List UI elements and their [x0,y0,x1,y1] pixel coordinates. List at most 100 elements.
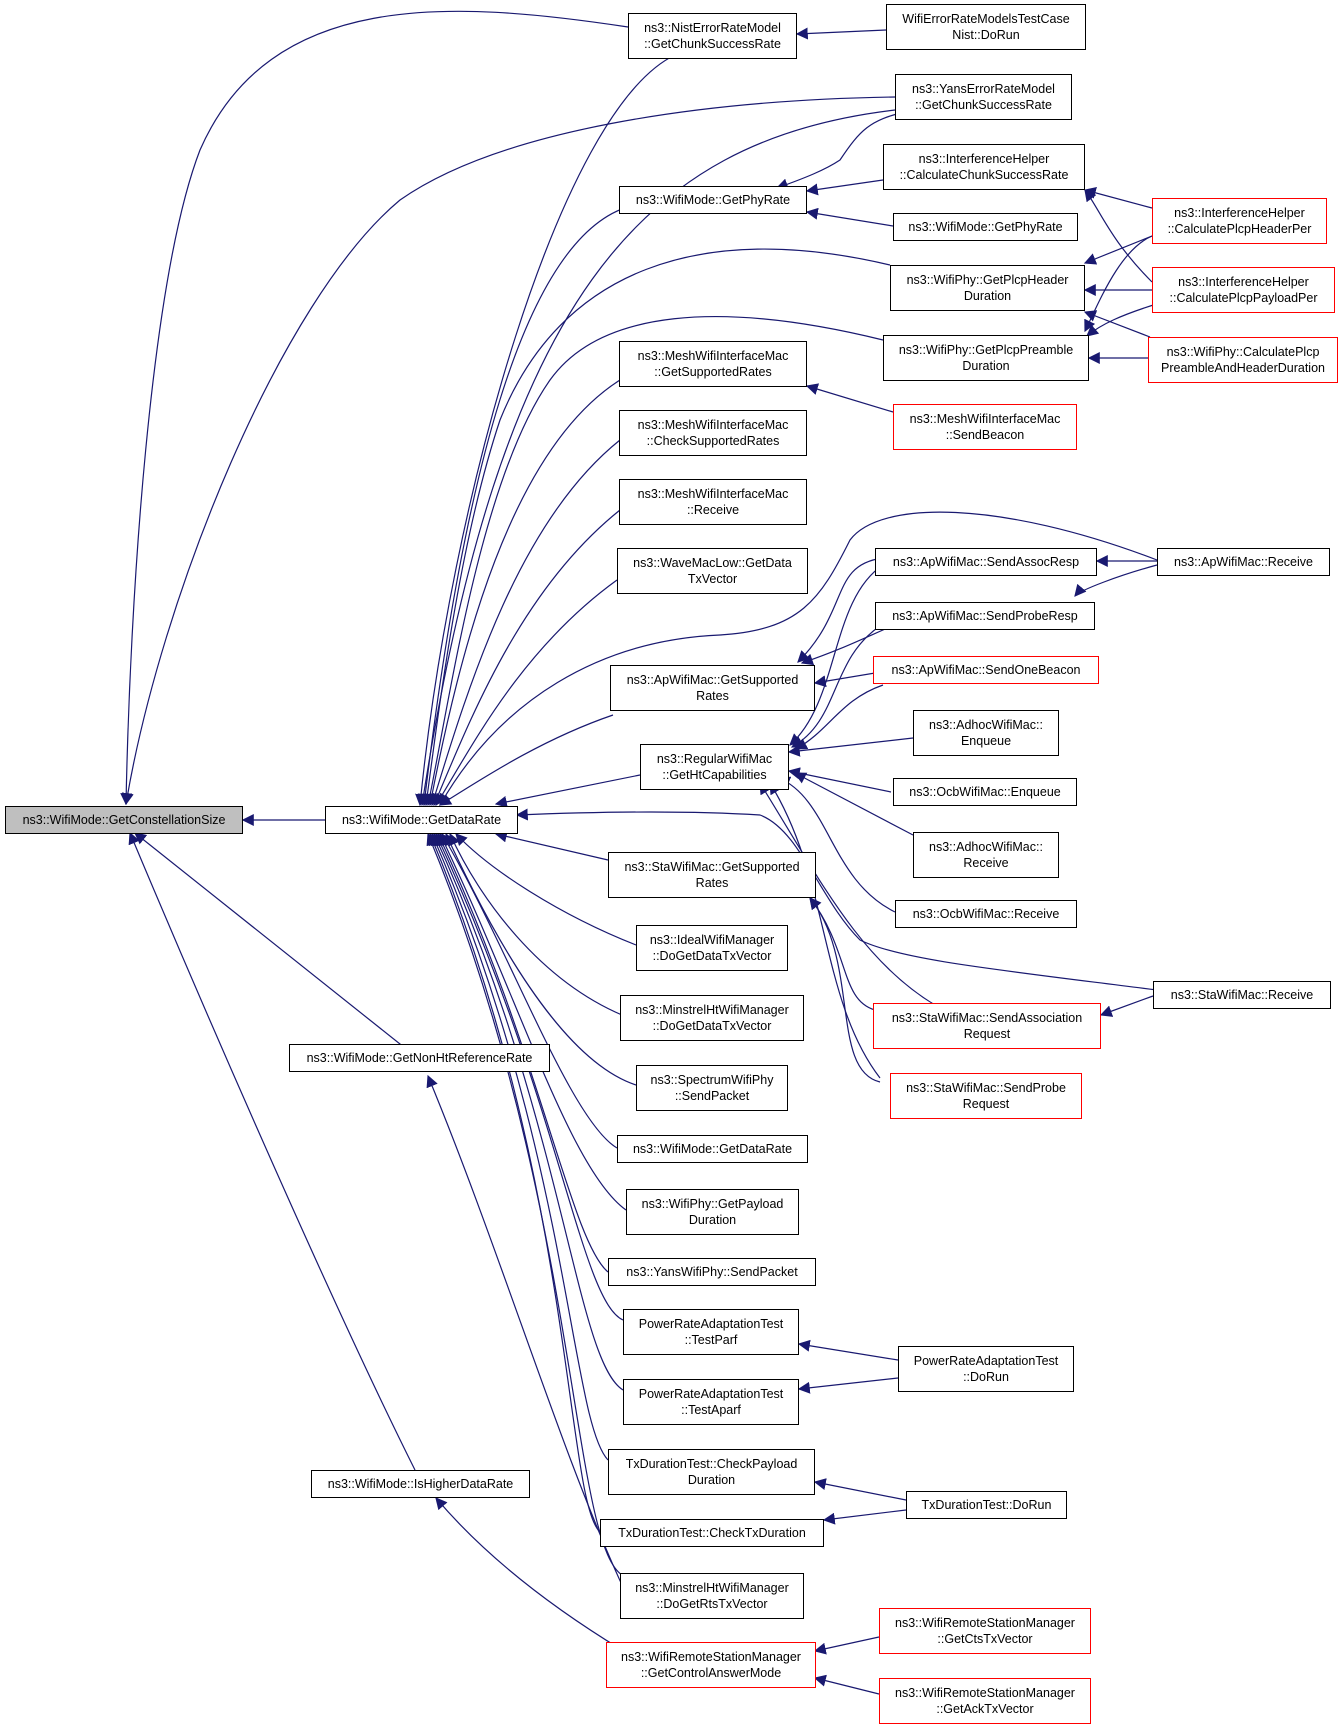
node-apsendassoc[interactable]: ns3::ApWifiMac::SendAssocResp [875,548,1097,576]
edge-meshreceive-getdatarate [432,509,621,807]
node-label: ns3::WifiMode::IsHigherDataRate [327,1477,514,1491]
edge-nisttest-nist [795,27,887,40]
node-label: ns3::WifiPhy::GetPlcpHeader [906,273,1069,287]
node-yans[interactable]: ns3::YansErrorRateModel::GetChunkSuccess… [895,74,1072,120]
node-label: Rates [696,689,729,703]
node-apsendprobe[interactable]: ns3::ApWifiMac::SendProbeResp [875,602,1095,630]
edge-getcts-controlanswer [813,1636,880,1655]
edge-txchecktx-getdatarate [428,832,601,1533]
node-label: ::DoGetDataTxVector [652,1019,772,1033]
node-yanssend[interactable]: ns3::YansWifiPhy::SendPacket [608,1258,816,1286]
edge-ideal-getdatarate [455,833,637,946]
node-label: ::DoGetRtsTxVector [656,1597,768,1611]
node-ocbenqueue[interactable]: ns3::OcbWifiMac::Enqueue [893,778,1077,806]
edge-meshgetsup-getdatarate [426,379,621,807]
node-calcheaderper[interactable]: ns3::InterferenceHelper::CalculatePlcpHe… [1152,198,1327,244]
node-label: ns3::YansErrorRateModel [912,82,1055,96]
node-label: ns3::ApWifiMac::Receive [1174,555,1313,569]
node-label: ns3::WifiRemoteStationManager [895,1616,1075,1630]
edge-calcheaderper-plcppreamble [1084,235,1153,333]
node-calcpayloadper[interactable]: ns3::InterferenceHelper::CalculatePlcpPa… [1152,267,1335,313]
edge-txdorun-txcheckpayload [813,1478,907,1501]
node-label: ns3::StaWifiMac::Receive [1170,988,1314,1002]
edge-wavemac-getdatarate [435,579,618,807]
node-label: ns3::WifiMode::GetNonHtReferenceRate [306,1051,533,1065]
node-label: ns3::NistErrorRateModel [644,21,781,35]
node-meshreceive[interactable]: ns3::MeshWifiInterfaceMac::Receive [619,479,807,525]
node-label: ::CalculateChunkSuccessRate [899,168,1069,182]
node-label: ns3::OcbWifiMac::Enqueue [909,785,1061,799]
edge-getphyrate-getdatarate [419,204,636,807]
edge-calcpayloadper-plcppreamble [1086,301,1164,337]
node-meshsendbeacon[interactable]: ns3::MeshWifiInterfaceMac::SendBeacon [893,404,1077,450]
node-regularht[interactable]: ns3::RegularWifiMac::GetHtCapabilities [640,744,789,790]
edge-getnonht-root [134,832,406,1049]
node-spectrum[interactable]: ns3::SpectrumWifiPhy::SendPacket [636,1065,788,1111]
node-getack[interactable]: ns3::WifiRemoteStationManager::GetAckTxV… [879,1678,1091,1724]
node-label: PreambleAndHeaderDuration [1161,361,1325,375]
node-getdatarate[interactable]: ns3::WifiMode::GetDataRate [325,806,518,834]
node-label: ns3::WifiMode::GetPhyRate [908,220,1063,234]
node-getnonht[interactable]: ns3::WifiMode::GetNonHtReferenceRate [289,1044,550,1072]
node-adhocreceive[interactable]: ns3::AdhocWifiMac::Receive [913,832,1059,878]
node-txdorun[interactable]: TxDurationTest::DoRun [906,1491,1067,1519]
edge-plcpheader-getdatarate [421,248,891,807]
edge-yans-root [121,96,896,806]
node-getdatarate2[interactable]: ns3::WifiMode::GetDataRate [617,1135,808,1163]
node-adhocenqueue[interactable]: ns3::AdhocWifiMac::Enqueue [913,710,1059,756]
node-label: Request [962,1097,1010,1111]
node-ideal[interactable]: ns3::IdealWifiManager::DoGetDataTxVector [636,925,788,971]
node-interfchunk[interactable]: ns3::InterferenceHelper::CalculateChunkS… [883,144,1085,190]
node-label: TxDurationTest::CheckTxDuration [618,1526,806,1540]
node-meshcheck[interactable]: ns3::MeshWifiInterfaceMac::CheckSupporte… [619,410,807,456]
edge-spectrum-getdatarate [445,832,637,1086]
node-label: ns3::MeshWifiInterfaceMac [637,418,789,432]
node-testaparf[interactable]: PowerRateAdaptationTest::TestAparf [623,1379,799,1425]
node-ocbreceive[interactable]: ns3::OcbWifiMac::Receive [895,900,1077,928]
edge-minstrelrts-getnonht [426,1074,623,1586]
node-label: ::TestParf [684,1333,738,1347]
edge-getdatarate2-getdatarate [441,832,618,1149]
edge-txdorun-txchecktx [822,1509,907,1525]
node-getphyrate[interactable]: ns3::WifiMode::GetPhyRate [619,186,807,214]
node-ishigher[interactable]: ns3::WifiMode::IsHigherDataRate [311,1470,530,1498]
node-label: ns3::InterferenceHelper [918,152,1050,166]
node-controlanswer[interactable]: ns3::WifiRemoteStationManager::GetContro… [606,1642,816,1688]
node-label: ns3::AdhocWifiMac:: [929,718,1043,732]
edge-apsendbeacon-regularht [794,684,884,750]
node-nist[interactable]: ns3::NistErrorRateModel::GetChunkSuccess… [628,13,797,59]
node-stareceive[interactable]: ns3::StaWifiMac::Receive [1153,981,1331,1009]
node-meshgetsup[interactable]: ns3::MeshWifiInterfaceMac::GetSupportedR… [619,341,807,387]
edge-regularht-getdatarate [494,774,641,808]
node-getcts[interactable]: ns3::WifiRemoteStationManager::GetCtsTxV… [879,1608,1091,1654]
node-minstreldata[interactable]: ns3::MinstrelHtWifiManager::DoGetDataTxV… [620,995,804,1041]
node-label: ::SendBeacon [945,428,1025,442]
edge-adhocreceive-regularht [793,772,914,836]
node-label: ns3::WifiMode::GetPhyRate [635,193,791,207]
node-minstrelrts[interactable]: ns3::MinstrelHtWifiManager::DoGetRtsTxVe… [620,1573,804,1619]
node-getphyrate2[interactable]: ns3::WifiMode::GetPhyRate [893,213,1078,241]
node-apreceive[interactable]: ns3::ApWifiMac::Receive [1157,548,1330,576]
edge-calcheaderper-plcpheader [1083,235,1153,265]
node-label: ns3::OcbWifiMac::Receive [912,907,1060,921]
node-txchecktx[interactable]: TxDurationTest::CheckTxDuration [600,1519,824,1547]
node-apsendbeacon[interactable]: ns3::ApWifiMac::SendOneBeacon [873,656,1099,684]
node-prdorun[interactable]: PowerRateAdaptationTest::DoRun [898,1346,1074,1392]
edge-stasendassoc-regularht [759,781,936,1006]
node-label: Duration [963,289,1012,303]
node-label: ns3::MeshWifiInterfaceMac [637,487,789,501]
edge-apsendprobe-regularht [790,625,881,748]
node-testparf[interactable]: PowerRateAdaptationTest::TestParf [623,1309,799,1355]
